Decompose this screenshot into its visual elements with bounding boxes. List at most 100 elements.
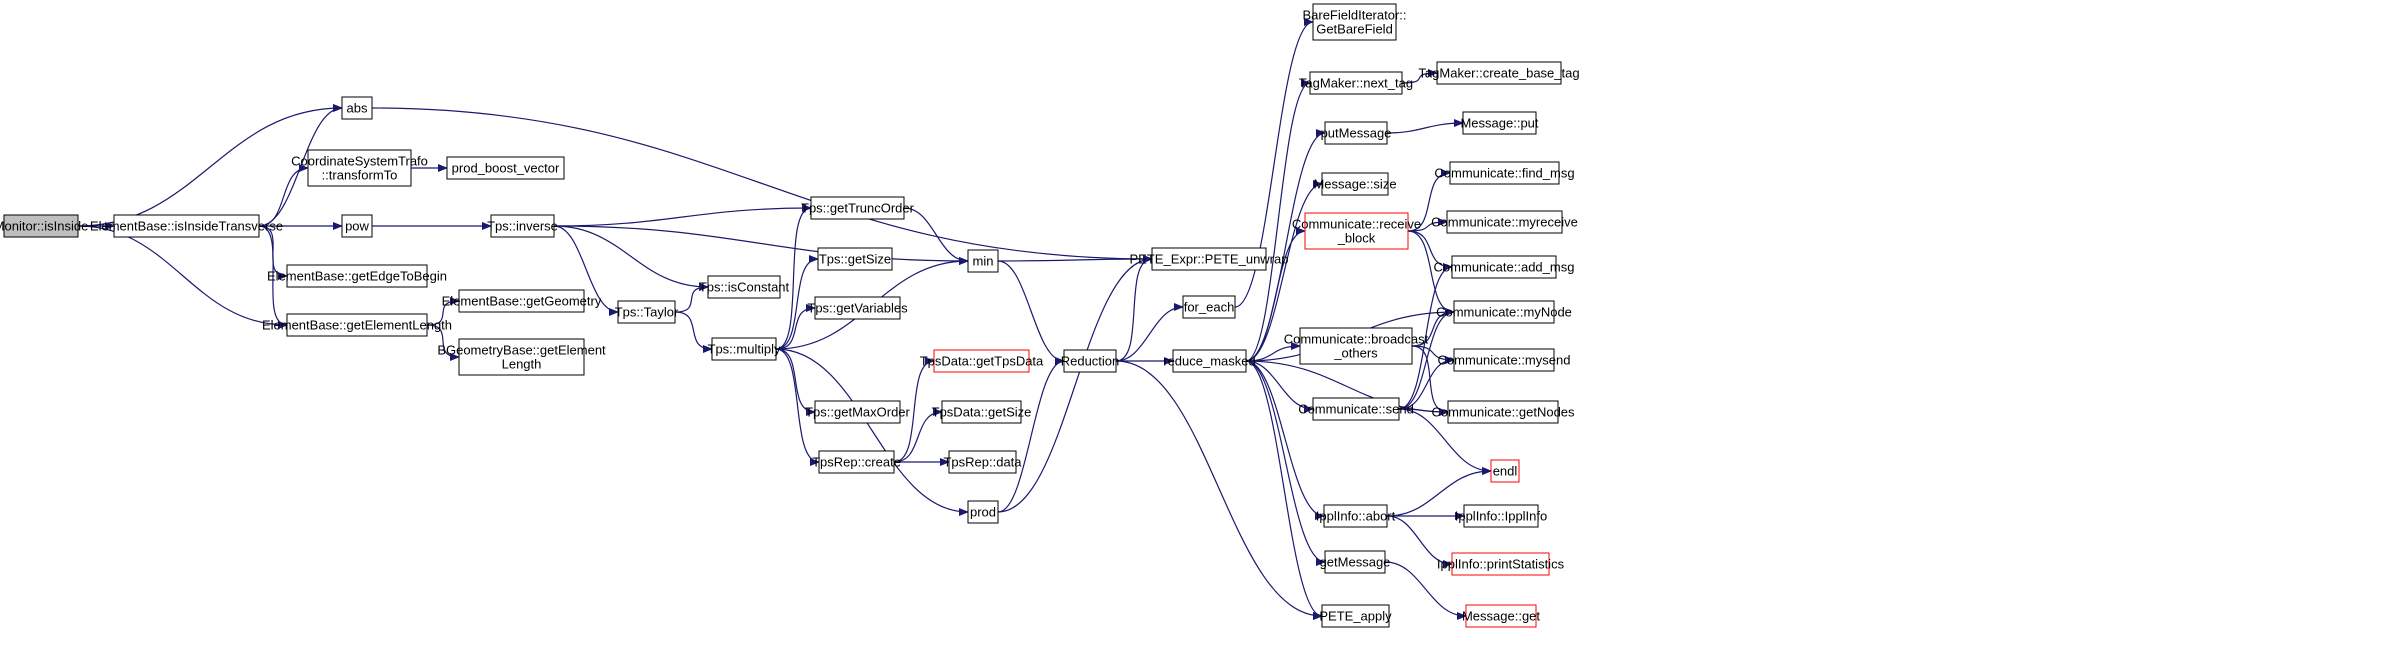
- node-prod[interactable]: prod: [967, 500, 999, 524]
- call-edge: [553, 225, 969, 265]
- node-label: TpsData::getTpsData: [920, 354, 1044, 369]
- node-tpsrep-create[interactable]: TpsRep::create: [812, 450, 901, 474]
- node-tpsdata-gettpsdata[interactable]: TpsData::getTpsData: [920, 349, 1044, 373]
- node-pete-unwrap[interactable]: PETE_Expr::PETE_unwrap: [1130, 247, 1289, 271]
- node-ipplinfo-printstatistics[interactable]: IpplInfo::printStatistics: [1437, 552, 1565, 576]
- node-box: [1490, 459, 1520, 483]
- node-tps-taylor[interactable]: Tps::Taylor: [615, 300, 679, 324]
- call-edge: [997, 260, 1065, 365]
- call-edge: [426, 297, 460, 326]
- node-label: _others: [1333, 346, 1378, 361]
- node-comm-myreceive[interactable]: Communicate::myreceive: [1431, 210, 1578, 234]
- call-edge: [997, 255, 1153, 264]
- node-pow[interactable]: pow: [341, 214, 373, 238]
- node-reduction[interactable]: Reduction: [1061, 349, 1120, 373]
- node-prod-boost-vector[interactable]: prod_boost_vector: [446, 156, 565, 180]
- call-edge: [1407, 169, 1451, 232]
- node-monitor-isinside[interactable]: Monitor::isInside: [0, 214, 88, 238]
- node-endl[interactable]: endl: [1490, 459, 1520, 483]
- node-comm-send[interactable]: Communicate::send: [1298, 397, 1414, 421]
- call-edge: [426, 324, 460, 361]
- call-edge: [1398, 356, 1455, 410]
- node-label: TagMaker::next_tag: [1299, 76, 1413, 91]
- node-bgb-getelementlength[interactable]: BGeometryBase::getElementLength: [437, 338, 606, 376]
- node-for-each[interactable]: for_each: [1182, 295, 1236, 319]
- call-edge: [775, 204, 812, 350]
- node-eb-getelementlength[interactable]: ElementBase::getElementLength: [262, 313, 452, 337]
- call-edge: [775, 348, 820, 466]
- node-message-put[interactable]: Message::put: [1460, 111, 1539, 135]
- call-edge: [903, 207, 969, 265]
- node-eb-isinsidetransverse[interactable]: ElementBase::isInsideTransverse: [90, 214, 283, 238]
- node-box: [1447, 400, 1559, 424]
- node-pete-apply[interactable]: PETE_apply: [1319, 604, 1392, 628]
- node-comm-getnodes[interactable]: Communicate::getNodes: [1431, 400, 1575, 424]
- node-ipplinfo-abort[interactable]: IpplInfo::abort: [1316, 504, 1396, 528]
- node-eb-getedgetobegin[interactable]: ElementBase::getEdgeToBegin: [267, 264, 447, 288]
- node-tps-getvariables[interactable]: Tps::getVariables: [807, 296, 908, 320]
- call-edge: [1245, 360, 1326, 566]
- node-putmessage[interactable]: putMessage: [1321, 121, 1392, 145]
- node-box: [1309, 71, 1403, 95]
- node-getmessage[interactable]: getMessage: [1320, 550, 1391, 574]
- node-label: ElementBase::isInsideTransverse: [90, 219, 283, 234]
- node-label: PETE_Expr::PETE_unwrap: [1130, 252, 1289, 267]
- node-min[interactable]: min: [967, 249, 999, 273]
- node-message-size[interactable]: Message::size: [1313, 172, 1397, 196]
- node-label: Communicate::add_msg: [1434, 260, 1575, 275]
- node-label: Communicate::send: [1298, 402, 1414, 417]
- node-label: CoordinateSystemTrafo: [291, 154, 428, 169]
- node-tagmaker-next-tag[interactable]: TagMaker::next_tag: [1299, 71, 1413, 95]
- call-edge: [1245, 227, 1306, 362]
- node-tps-gettruncorder[interactable]: Tps::getTruncOrder: [801, 196, 915, 220]
- node-tps-isconstant[interactable]: Tps::isConstant: [699, 275, 790, 299]
- node-label: putMessage: [1321, 126, 1392, 141]
- node-label: PETE_apply: [1319, 609, 1392, 624]
- node-message-get[interactable]: Message::get: [1462, 604, 1540, 628]
- node-tpsrep-data[interactable]: TpsRep::data: [943, 450, 1022, 474]
- node-label: Communicate::getNodes: [1431, 405, 1575, 420]
- node-box: [1182, 295, 1236, 319]
- node-comm-broadcast-others[interactable]: Communicate::broadcast_others: [1284, 327, 1429, 365]
- node-box: [1465, 604, 1537, 628]
- node-box: [1324, 121, 1388, 145]
- node-comm-add-msg[interactable]: Communicate::add_msg: [1434, 255, 1575, 279]
- call-edge: [1398, 308, 1455, 410]
- node-comm-find-msg[interactable]: Communicate::find_msg: [1434, 161, 1575, 185]
- node-comm-mysend[interactable]: Communicate::mysend: [1438, 348, 1571, 372]
- call-edge: [553, 204, 812, 227]
- node-box: [458, 289, 585, 313]
- node-reduce-masked[interactable]: reduce_masked: [1163, 349, 1256, 373]
- node-tps-multiply[interactable]: Tps::multiply: [708, 337, 781, 361]
- call-edge: [258, 225, 288, 329]
- node-abs[interactable]: abs: [341, 96, 373, 120]
- node-tpsdata-getsize[interactable]: TpsData::getSize: [932, 400, 1032, 424]
- node-box: [286, 264, 428, 288]
- node-label: GetBareField: [1316, 22, 1393, 37]
- node-box: [948, 450, 1017, 474]
- node-comm-receive-block[interactable]: Communicate::receive_block: [1292, 212, 1421, 250]
- node-label: BareFieldIterator::: [1302, 8, 1406, 23]
- call-edge: [1115, 303, 1184, 362]
- node-label: TpsData::getSize: [932, 405, 1032, 420]
- node-box: [933, 349, 1030, 373]
- node-tagmaker-create-base-tag[interactable]: TagMaker::create_base_tag: [1418, 61, 1580, 85]
- node-eb-getgeometry[interactable]: ElementBase::getGeometry: [442, 289, 602, 313]
- node-tps-getmaxorder[interactable]: Tps::getMaxOrder: [805, 400, 911, 424]
- node-tps-getsize[interactable]: Tps::getSize: [817, 247, 893, 271]
- node-box: [941, 400, 1022, 424]
- node-ipplinfo-ipplinfo[interactable]: IpplInfo::IpplInfo: [1455, 504, 1548, 528]
- node-box: [967, 500, 999, 524]
- node-label: _block: [1337, 231, 1376, 246]
- node-box: [1453, 300, 1555, 324]
- call-edge: [258, 164, 309, 227]
- call-edge: [775, 348, 969, 516]
- node-box: [1451, 255, 1557, 279]
- node-comm-mynode[interactable]: Communicate::myNode: [1436, 300, 1572, 324]
- node-tps-inverse[interactable]: Tps::inverse: [487, 214, 558, 238]
- node-box: [446, 156, 565, 180]
- node-label: Reduction: [1061, 354, 1120, 369]
- node-cst-transformto[interactable]: CoordinateSystemTrafo::transformTo: [291, 149, 428, 187]
- node-label: endl: [1493, 464, 1518, 479]
- node-barefielditerator[interactable]: BareFieldIterator::GetBareField: [1302, 3, 1407, 41]
